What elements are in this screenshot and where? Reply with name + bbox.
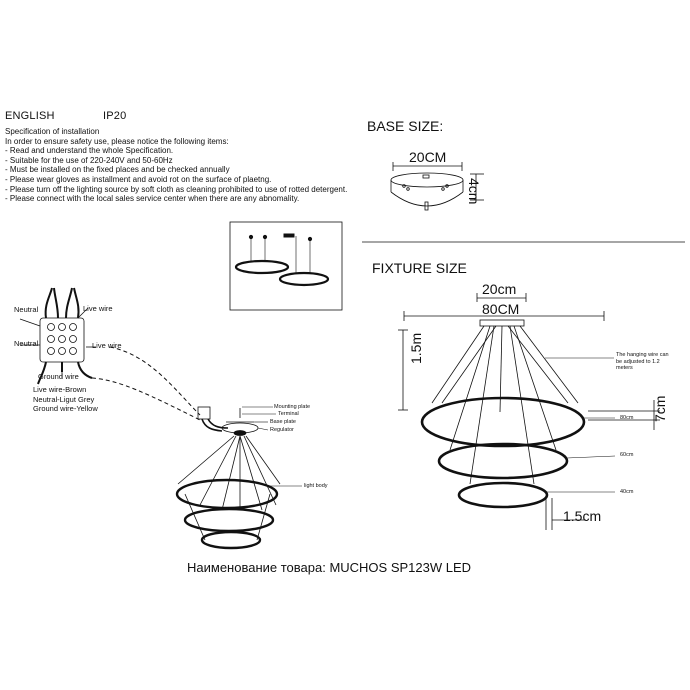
install-drawing <box>175 406 302 550</box>
fixture-top-width: 20cm <box>482 281 517 297</box>
mounting-plate-label: Mounting plate <box>274 404 311 410</box>
fixture-drawing <box>398 293 660 530</box>
fixture-ring-80 <box>420 396 586 448</box>
ring-bottom-gap-label: 1.5cm <box>563 508 602 524</box>
thumbnail-ring <box>278 271 330 287</box>
spec-intro: In order to ensure safety use, please no… <box>5 136 229 146</box>
ring-label-80: 80cm <box>620 415 634 421</box>
base-bottom-mark <box>424 201 429 211</box>
base-width-label: 20CM <box>409 149 447 165</box>
ring-gap-label: 7cm <box>652 395 668 422</box>
wiring-live-top: Live wire <box>83 304 113 313</box>
terminal-box <box>197 406 211 420</box>
language-label: ENGLISH <box>5 110 55 122</box>
spec-title: Specification of installation <box>5 127 100 136</box>
base-center-mark <box>422 174 430 179</box>
wiring-neutral-side: Neutral <box>14 339 39 348</box>
regulator-label: Regulator <box>270 427 294 433</box>
base-plate-label: Base plate <box>270 419 296 425</box>
spec-item: - Read and understand the whole Specific… <box>5 146 174 156</box>
base-screw-hole <box>406 187 410 191</box>
fixture-canopy <box>479 319 525 327</box>
wiring-diagram <box>19 287 201 421</box>
base-height-label: 4cm <box>466 178 482 205</box>
base-drawing <box>390 162 484 211</box>
wiring-ground: Ground wire <box>38 372 79 381</box>
terminal-block <box>39 317 85 363</box>
wiring-legend-item: Ground wire-Yellow <box>33 404 98 413</box>
fixture-ring-60 <box>437 442 569 480</box>
install-ring-small <box>200 530 262 550</box>
light-body-label: light body <box>304 483 328 489</box>
hanging-note-line: The hanging wire can <box>616 352 669 358</box>
terminal-label: Terminal <box>278 411 299 417</box>
ring-label-60: 60cm <box>620 452 634 458</box>
spec-item: - Please wear gloves as installment and … <box>5 174 272 184</box>
base-screw-hole <box>445 184 449 188</box>
ring-label-40: 40cm <box>620 489 634 495</box>
base-screw-hole <box>402 184 406 188</box>
install-ring-large <box>175 478 279 510</box>
product-thumbnail <box>229 221 343 311</box>
ip-rating-label: IP20 <box>103 110 127 122</box>
thumbnail-ring <box>234 259 290 275</box>
hanging-note-line: meters <box>616 365 633 371</box>
product-name: Наименование товара: MUCHOS SP123W LED <box>187 560 472 575</box>
wiring-legend-item: Neutral-Ligut Grey <box>33 394 95 404</box>
hanging-note: The hanging wire can be adjusted to 1.2 … <box>616 352 669 372</box>
hanging-note-line: be adjusted to 1.2 <box>616 358 660 365</box>
spec-block: Specification of installation In order t… <box>5 127 365 204</box>
wiring-legend-item: Live wire-Brown <box>33 385 87 394</box>
fixture-height: 1.5m <box>408 332 424 364</box>
fixture-ring-width: 80CM <box>482 301 520 317</box>
spec-item: - Must be installed on the fixed places … <box>5 165 230 175</box>
fixture-size-title: FIXTURE SIZE <box>372 260 467 276</box>
base-screw-hole <box>441 187 445 191</box>
install-ring-medium <box>183 507 275 533</box>
base-size-title: BASE SIZE: <box>367 118 444 134</box>
wiring-neutral-top: Neutral <box>14 305 39 314</box>
wiring-legend: Live wire-Brown Neutral-Ligut Grey Groun… <box>33 385 98 414</box>
fixture-ring-40 <box>457 481 549 509</box>
base-bottom-curve <box>390 191 464 207</box>
spec-item: - Please turn off the lighting source by… <box>5 184 348 194</box>
spec-item: - Please connect with the local sales se… <box>5 194 300 204</box>
thumbnail-frame <box>229 221 343 311</box>
wiring-live-side: Live wire <box>92 341 122 350</box>
spec-item: - Suitable for the use of 220-240V and 5… <box>5 155 173 165</box>
